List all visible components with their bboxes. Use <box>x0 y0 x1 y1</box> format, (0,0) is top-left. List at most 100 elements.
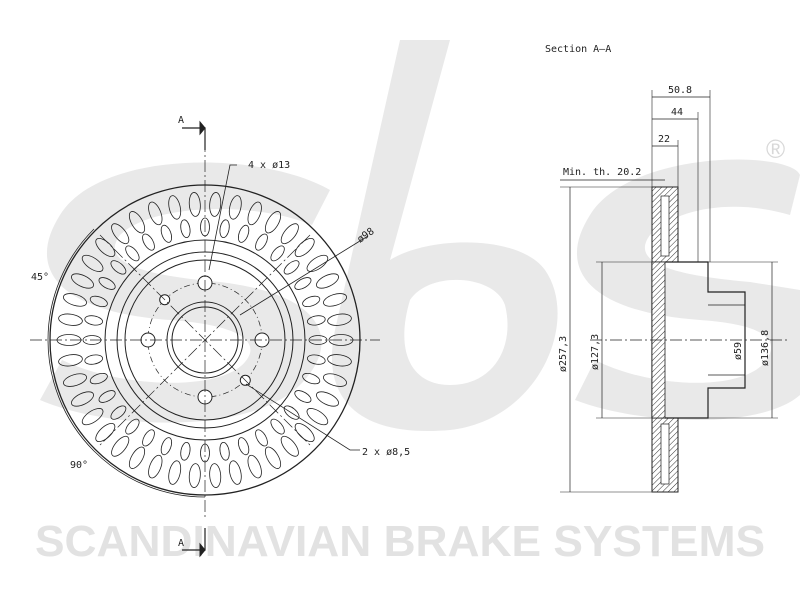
vent-slot <box>148 454 163 479</box>
vent-slot <box>89 295 108 308</box>
vent-slot <box>219 219 230 238</box>
vent-slot <box>58 313 83 326</box>
vent-slot <box>125 245 140 262</box>
vent-slot <box>95 422 116 443</box>
vent-slot <box>63 293 87 307</box>
vent-slot <box>71 273 94 289</box>
vent-slot <box>316 273 339 289</box>
sbs-logo <box>40 40 800 432</box>
vent-slot <box>84 354 103 365</box>
vent-slot <box>168 460 182 485</box>
registered-mark: ® <box>766 134 785 164</box>
ventilation-slots <box>56 192 354 488</box>
label-angle-90: 90° <box>70 460 88 471</box>
vent-slot <box>58 354 83 367</box>
label-min-thickness: Min. th. 20.2 <box>563 167 641 178</box>
label-hat-width: 44 <box>671 107 683 118</box>
vent-slot <box>302 295 321 308</box>
vent-slot <box>237 224 250 243</box>
vent-slot <box>71 391 94 407</box>
vent-slot <box>306 408 329 426</box>
angle-arc-45 <box>47 228 95 341</box>
vent-slot <box>98 277 116 290</box>
label-centre-dia: ø59 <box>733 342 744 360</box>
vent-slot <box>327 313 352 326</box>
vent-slot <box>148 201 163 226</box>
vent-slot <box>280 435 299 457</box>
vent-slot <box>280 223 299 245</box>
centre-line-diagonal-2 <box>99 234 311 446</box>
vent-slot <box>307 315 326 326</box>
vent-slot <box>247 454 262 479</box>
leader-bolt-holes <box>208 164 237 271</box>
vent-slot <box>294 422 315 443</box>
vent-slot <box>327 354 352 367</box>
vent-slot <box>316 391 339 407</box>
vent-slot <box>125 418 140 435</box>
vent-slot <box>89 372 108 385</box>
vent-slot <box>81 408 104 426</box>
vent-slot <box>111 435 130 457</box>
vent-slot <box>294 237 315 258</box>
label-hat-outer-dia: ø136,8 <box>760 330 771 366</box>
label-hat-dia: ø127,3 <box>590 334 601 370</box>
vent-slot <box>294 390 312 403</box>
front-view <box>30 120 380 558</box>
vent-slot <box>95 237 116 258</box>
vent-slot <box>294 277 312 290</box>
section-label-top: A <box>178 115 184 126</box>
label-angle-45: 45° <box>31 272 49 283</box>
vent-slot <box>247 201 262 226</box>
vent-slot <box>84 315 103 326</box>
bolt-holes <box>140 275 270 405</box>
vent-slot <box>110 260 127 275</box>
vent-slot <box>128 211 146 234</box>
section-view <box>560 90 790 493</box>
vent-slot <box>302 372 321 385</box>
vent-slot <box>81 254 104 272</box>
label-total-width: 50.8 <box>668 85 692 96</box>
vent-slot <box>306 254 329 272</box>
leader-aux-holes <box>245 383 360 451</box>
vent-slot <box>237 437 250 456</box>
label-disc-width: 22 <box>658 134 670 145</box>
vent-slot <box>188 192 201 217</box>
vent-slot <box>283 405 300 420</box>
vent-slot <box>110 405 127 420</box>
vent-slot <box>180 219 191 238</box>
vent-slot <box>255 233 268 251</box>
vent-slot <box>307 354 326 365</box>
vent-slot <box>168 195 182 220</box>
label-aux-holes: 2 x ø8,5 <box>362 447 410 458</box>
vent-slot <box>255 429 268 447</box>
section-label-bottom: A <box>178 538 184 549</box>
vent-slot <box>180 442 191 461</box>
vent-slot <box>188 463 201 488</box>
vent-slot <box>270 245 285 262</box>
vent-slot <box>323 293 347 307</box>
section-title: Section A–A <box>545 44 611 55</box>
label-bolt-holes: 4 x ø13 <box>248 160 290 171</box>
angle-arc-90 <box>47 339 206 498</box>
vent-slot <box>111 223 130 245</box>
vent-slot <box>228 460 242 485</box>
vent-slot <box>98 390 116 403</box>
leader-pcd <box>239 235 369 316</box>
vent-slot <box>264 446 282 469</box>
section-view-labels: Section A–A 50.8 44 22 Min. th. 20.2 ø25… <box>545 44 771 372</box>
vent-slot <box>209 192 222 217</box>
vent-slot <box>209 463 222 488</box>
brand-name: SCANDINAVIAN BRAKE SYSTEMS <box>35 517 765 566</box>
vent-slot <box>142 233 155 251</box>
vent-slot <box>323 373 347 387</box>
vent-slot <box>219 442 230 461</box>
vent-slot <box>160 224 173 243</box>
watermark: ® SCANDINAVIAN BRAKE SYSTEMS <box>35 40 800 566</box>
vent-slot <box>264 211 282 234</box>
vent-slot <box>128 446 146 469</box>
vent-slot <box>63 373 87 387</box>
label-outer-dia: ø257,3 <box>558 336 569 372</box>
vent-slot <box>283 260 300 275</box>
vent-slot <box>142 429 155 447</box>
